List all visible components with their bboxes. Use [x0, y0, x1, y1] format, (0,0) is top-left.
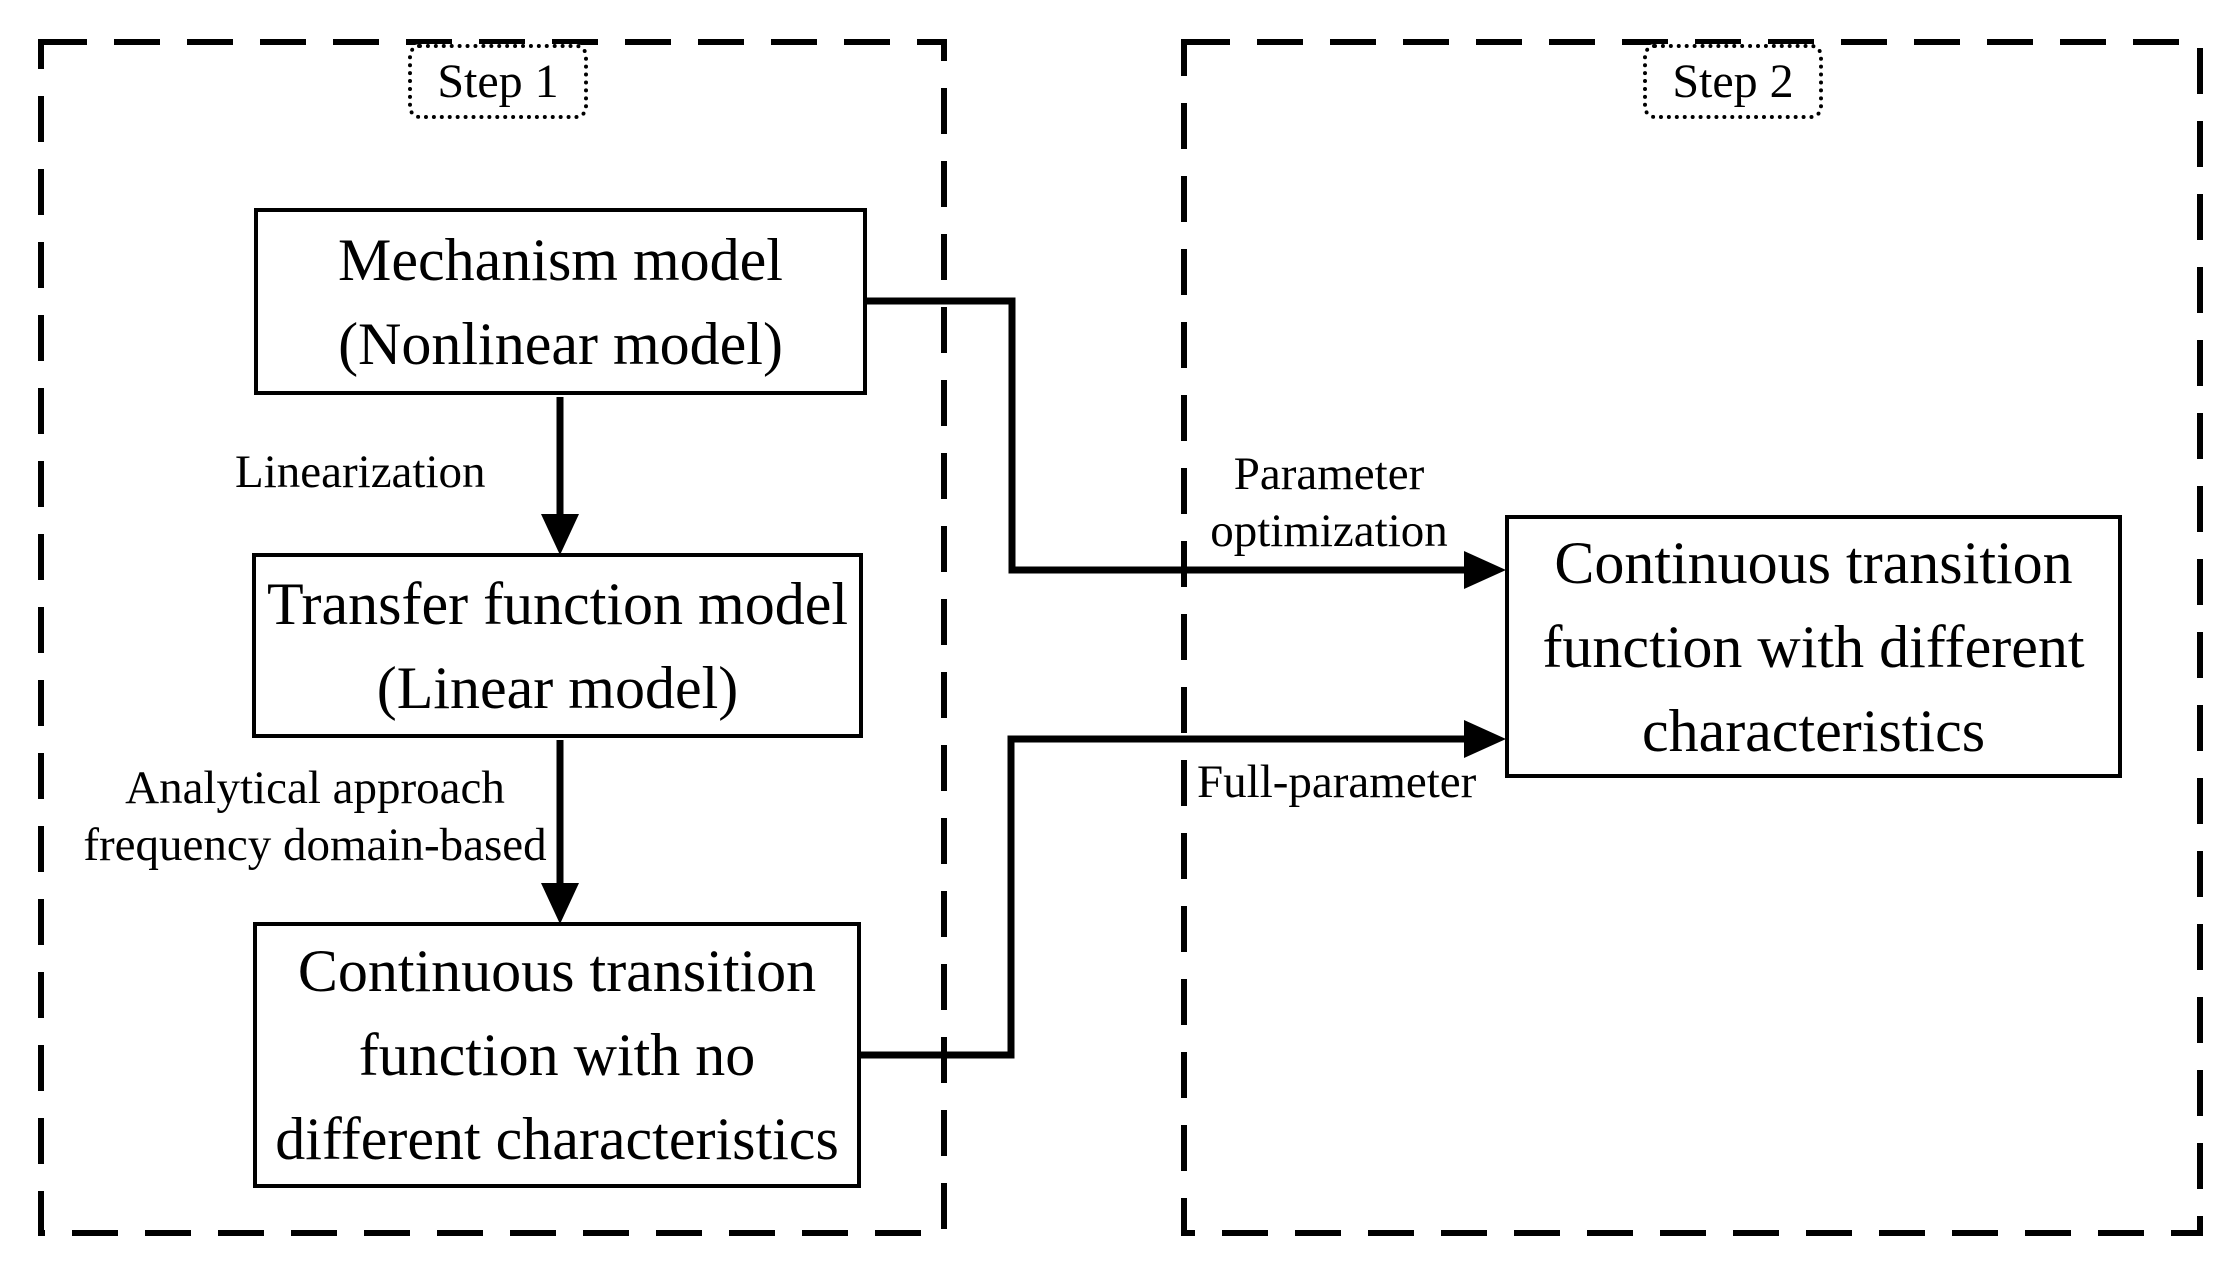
arrowhead-analytical-icon: [541, 883, 579, 924]
node-continuous-transition-different: Continuous transition function with diff…: [1505, 515, 2122, 778]
edge-label-parameter-optimization: Parameter optimization: [1210, 448, 1448, 557]
edge-full-parameter-line: [861, 735, 1466, 1059]
step2-label-box: Step 2: [1643, 44, 1823, 119]
step2-label: Step 2: [1672, 55, 1794, 108]
edge-label-analytical-approach: Analytical approach frequency domain-bas…: [83, 762, 547, 871]
node-continuous-transition-no-different: Continuous transition function with no d…: [253, 922, 861, 1188]
node-mechanism-model: Mechanism model (Nonlinear model): [254, 208, 867, 395]
node-transfer-function-model: Transfer function model (Linear model): [252, 553, 863, 738]
step2-dashed-region: [1181, 39, 2203, 1236]
step1-label: Step 1: [437, 55, 559, 108]
arrowhead-parameter-optimization-icon: [1464, 551, 1506, 589]
edge-label-linearization: Linearization: [235, 446, 486, 498]
arrowhead-full-parameter-icon: [1464, 720, 1506, 758]
edge-parameter-optimization-line: [867, 297, 1466, 574]
edge-label-full-parameter: Full-parameter: [1197, 756, 1477, 808]
step1-dashed-region: [38, 39, 947, 1236]
arrowhead-linearization-icon: [541, 514, 579, 555]
step1-label-box: Step 1: [408, 44, 588, 119]
